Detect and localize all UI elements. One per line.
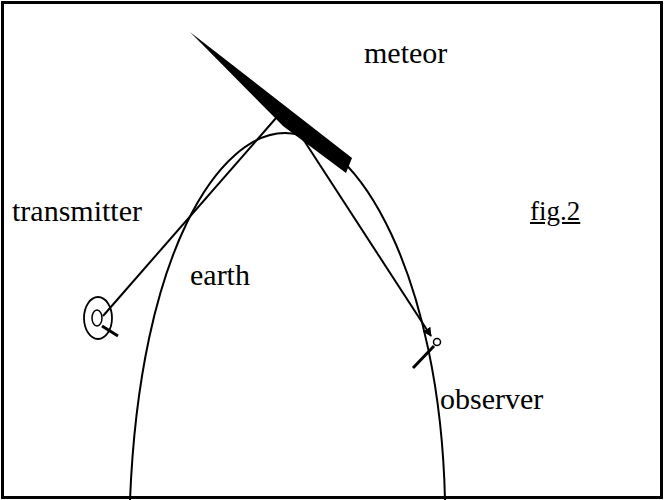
transmitter-label: transmitter (12, 196, 142, 226)
earth-arc (128, 130, 450, 500)
reflected-arrow (292, 122, 431, 336)
meteor-trail (190, 32, 352, 173)
node-text: earth (190, 260, 250, 290)
figure-number: fig.2 (530, 198, 580, 225)
frame (3, 3, 662, 498)
observer-label: observer (440, 384, 543, 414)
meteor-label: meteor (364, 38, 447, 68)
earth-outline: earth (128, 130, 450, 500)
